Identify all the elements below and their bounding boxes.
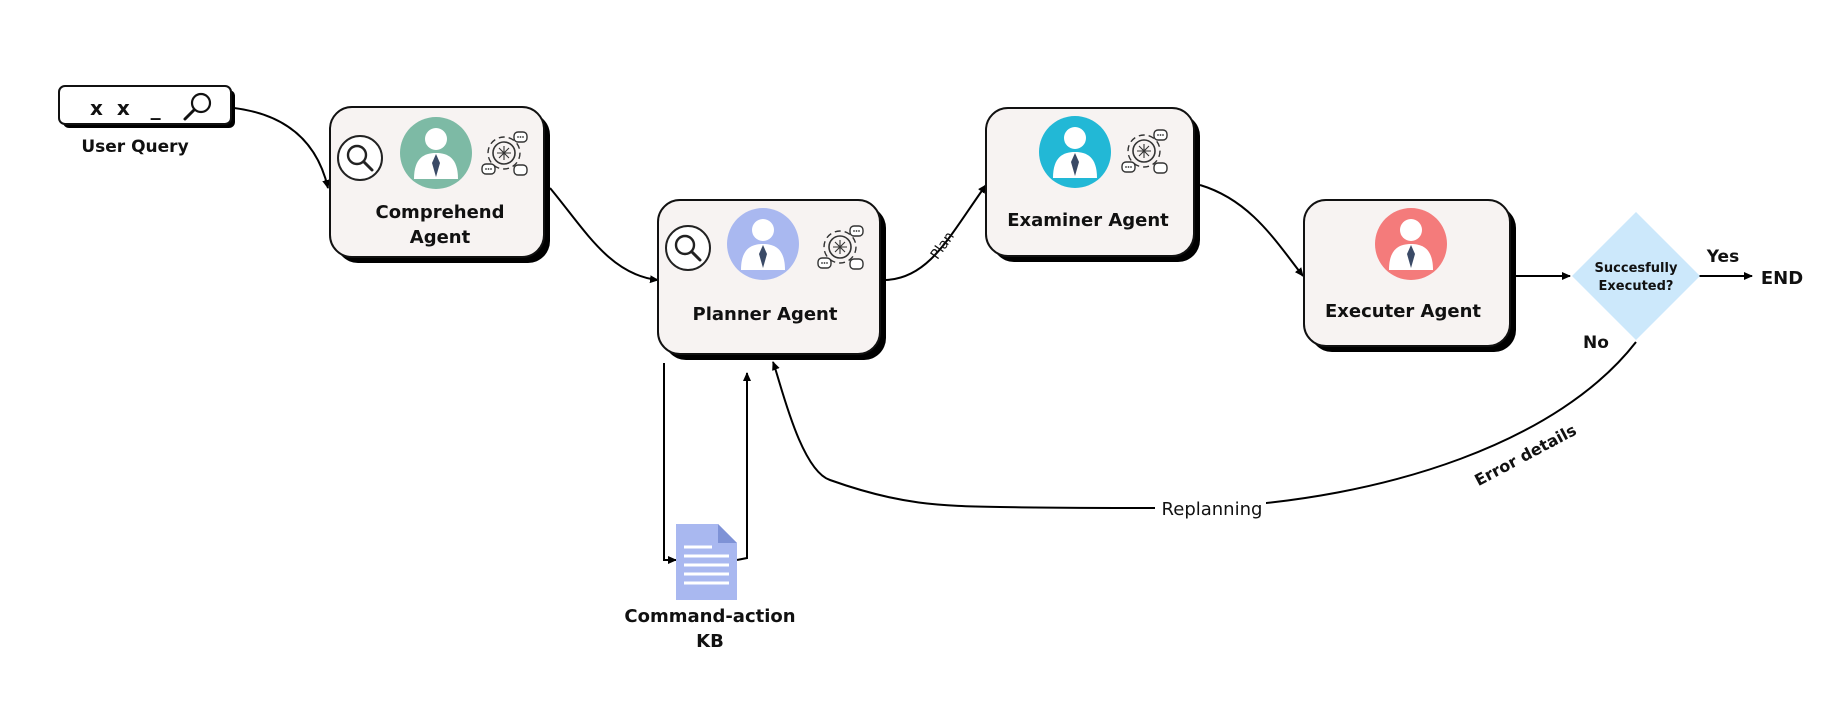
edge-label-replanning: Replanning [1162, 499, 1263, 520]
avatar-icon [400, 117, 472, 189]
edge-query-to-comprehend [233, 107, 331, 189]
decision-label-line2: Executed? [1599, 279, 1674, 294]
user-query-label: User Query [81, 137, 188, 157]
edge-planner-to-kb [663, 363, 677, 564]
executer-agent-node[interactable]: Executer Agent [1303, 199, 1516, 352]
edge-kb-to-planner [736, 372, 751, 561]
search-icon [183, 92, 212, 121]
kb-label-line1: Command-action [624, 606, 795, 627]
comprehend-agent-label-line2: Agent [410, 227, 471, 248]
replanning-label-group: Replanning [1158, 496, 1266, 520]
edge-replanning [773, 341, 1637, 509]
planner-agent-node[interactable]: Planner Agent [657, 199, 886, 360]
user-query-box[interactable]: x x _ [58, 85, 235, 128]
comprehend-agent-node[interactable]: Comprehend Agent [329, 106, 550, 263]
edge-comprehend-to-planner [549, 187, 659, 284]
executer-agent-label: Executer Agent [1325, 301, 1481, 322]
kb-node[interactable]: Command-action KB [624, 524, 796, 652]
decision-label-line1: Succesfully [1595, 261, 1678, 276]
edge-label-no: No [1583, 333, 1609, 353]
end-label: END [1761, 268, 1803, 289]
edge-planner-to-examiner [885, 184, 987, 281]
edge-examiner-to-executer [1199, 184, 1304, 277]
edge-label-plan: Plan [928, 229, 958, 263]
planner-agent-label: Planner Agent [693, 304, 838, 325]
avatar-icon [1375, 208, 1447, 280]
magnifier-icon [336, 134, 384, 182]
examiner-agent-label: Examiner Agent [1007, 210, 1169, 231]
edge-label-yes: Yes [1706, 247, 1739, 267]
comprehend-agent-label-line1: Comprehend [375, 202, 504, 223]
magnifier-icon [664, 224, 712, 272]
kb-label-line2: KB [696, 631, 724, 652]
avatar-icon [1039, 116, 1111, 188]
decision-node[interactable]: Succesfully Executed? [1572, 212, 1700, 340]
examiner-agent-node[interactable]: Examiner Agent [985, 107, 1200, 262]
user-query-text: x x _ [90, 96, 161, 120]
document-icon [676, 524, 737, 600]
avatar-icon [727, 208, 799, 280]
